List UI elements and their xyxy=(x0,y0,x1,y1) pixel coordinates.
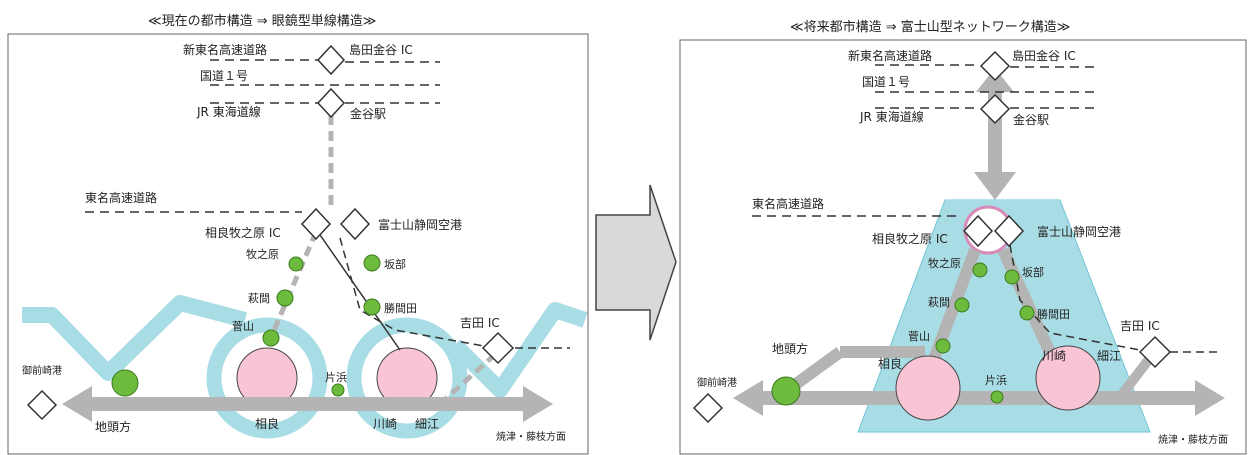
right-sagara-center xyxy=(895,355,961,421)
left-label-hagima: 萩間 xyxy=(248,292,270,305)
right-label-hosoe: 細江 xyxy=(1097,349,1121,363)
kawasaki-ring xyxy=(346,317,468,439)
left-label-katsumata: 勝間田 xyxy=(384,301,417,315)
sagara-ring xyxy=(206,317,328,439)
right-label-yaizu: 焼津・藤枝方面 xyxy=(1158,433,1228,446)
left-label-jr: JR 東海道線 xyxy=(196,104,261,119)
right-airport-diamond xyxy=(993,214,1025,248)
right-panel-title: ≪将来都市構造 ⇒ 富士山型ネットワーク構造≫ xyxy=(790,20,1071,35)
right-label-route1: 国道１号 xyxy=(862,75,910,89)
right-label-yoshida-ic: 吉田 IC xyxy=(1120,319,1160,333)
left-panel-title: ≪現在の都市構造 ⇒ 眼鏡型単線構造≫ xyxy=(148,14,377,29)
right-hagima-node xyxy=(954,297,970,313)
right-label-sagara: 相良 xyxy=(878,356,902,371)
right-label-makinohara: 牧之原 xyxy=(928,256,961,270)
right-label-jr: JR 東海道線 xyxy=(859,109,924,124)
right-kawasaki-center xyxy=(1035,345,1101,411)
left-makinohara-node xyxy=(288,256,304,272)
right-jitogata-node xyxy=(771,376,801,406)
right-panel: 新東名高速道路 島田金谷 IC 国道１号 JR 東海道線 金谷駅 東名高速道路 … xyxy=(679,39,1247,455)
left-ic-to-kawasaki xyxy=(317,231,401,351)
right-label-katahama: 片浜 xyxy=(985,374,1007,387)
right-label-sakabe: 坂部 xyxy=(1022,265,1044,279)
left-katahama-node xyxy=(331,383,345,397)
left-label-katahama: 片浜 xyxy=(325,371,347,384)
transition-arrow xyxy=(595,184,677,341)
right-shimada-ic-diamond xyxy=(979,50,1011,82)
left-label-kawasaki: 川崎 xyxy=(373,417,397,431)
left-label-hosoe: 細江 xyxy=(415,417,439,431)
right-yoshida-ic-diamond xyxy=(1138,335,1172,369)
left-hagima-node xyxy=(276,289,294,307)
left-label-tomei: 東名高速道路 xyxy=(85,190,157,205)
left-label-makinohara: 牧之原 xyxy=(246,247,279,261)
left-shimada-ic-diamond xyxy=(316,44,346,76)
right-road-yoshida xyxy=(1116,354,1154,401)
right-arrow-west xyxy=(733,380,763,416)
left-label-shintomei: 新東名高速道路 xyxy=(183,42,267,57)
right-omaezaki-diamond xyxy=(692,392,724,424)
right-label-katsumata: 勝間田 xyxy=(1037,307,1070,321)
left-label-shimada-ic: 島田金谷 IC xyxy=(349,42,413,57)
right-label-kawasaki: 川崎 xyxy=(1042,349,1066,363)
left-label-kanaya-station: 金谷駅 xyxy=(350,106,386,121)
right-label-shimada-ic: 島田金谷 IC xyxy=(1012,48,1076,63)
left-label-omaezaki: 御前崎港 xyxy=(22,364,62,377)
right-sakabe-node xyxy=(1004,269,1020,285)
right-label-sugeyama: 菅山 xyxy=(908,330,930,343)
right-kanaya-station-diamond xyxy=(979,93,1011,125)
left-arrow-east xyxy=(523,386,553,422)
left-label-airport: 富士山静岡空港 xyxy=(378,217,462,232)
left-sugeyama-link xyxy=(269,231,319,336)
left-katsumata-node xyxy=(363,298,381,316)
left-yoshida-link xyxy=(438,348,502,406)
left-arrow-west xyxy=(62,386,92,422)
left-sugeyama-node xyxy=(262,329,280,347)
left-label-route1: 国道１号 xyxy=(200,69,248,83)
right-label-hagima: 萩間 xyxy=(928,296,950,309)
right-katahama-node xyxy=(990,390,1004,404)
left-blue-band-west xyxy=(22,295,248,381)
left-label-sagara: 相良 xyxy=(255,416,279,431)
right-label-tomei: 東名高速道路 xyxy=(752,196,824,211)
left-yoshida-ic-diamond xyxy=(481,331,515,365)
left-airport-route xyxy=(339,237,496,349)
left-label-sakabe: 坂部 xyxy=(384,257,406,271)
left-label-yaizu: 焼津・藤枝方面 xyxy=(496,430,566,443)
right-label-jitogata: 地頭方 xyxy=(772,341,808,356)
left-kanaya-station-diamond xyxy=(316,87,346,119)
right-katsumata-node xyxy=(1019,305,1035,321)
left-label-sugeyama: 菅山 xyxy=(232,320,254,333)
left-label-yoshida-ic: 吉田 IC xyxy=(460,316,500,330)
right-sugeyama-node xyxy=(935,338,951,354)
right-spine-arrow-down xyxy=(974,172,1016,200)
right-road-west xyxy=(922,247,981,378)
right-arrow-east xyxy=(1195,380,1225,416)
left-label-sagara-ic: 相良牧之原 IC xyxy=(205,225,281,240)
left-jitogata-node xyxy=(111,369,139,397)
right-makinohara-node xyxy=(972,262,988,278)
right-sagara-ic-diamond xyxy=(962,214,994,248)
right-label-airport: 富士山静岡空港 xyxy=(1037,224,1121,239)
left-omaezaki-diamond xyxy=(26,389,58,421)
left-sakabe-node xyxy=(363,254,381,272)
left-panel: 新東名高速道路 島田金谷 IC 国道１号 JR 東海道線 金谷駅 東名高速道路 … xyxy=(7,33,589,455)
right-label-shintomei: 新東名高速道路 xyxy=(848,48,932,63)
right-label-kanaya-station: 金谷駅 xyxy=(1013,112,1049,127)
left-label-jitogata: 地頭方 xyxy=(95,419,131,434)
right-label-omaezaki: 御前崎港 xyxy=(697,376,737,389)
right-label-sagara-ic: 相良牧之原 IC xyxy=(872,231,948,246)
left-sagara-ic-diamond xyxy=(300,207,332,241)
left-airport-diamond xyxy=(339,207,371,241)
